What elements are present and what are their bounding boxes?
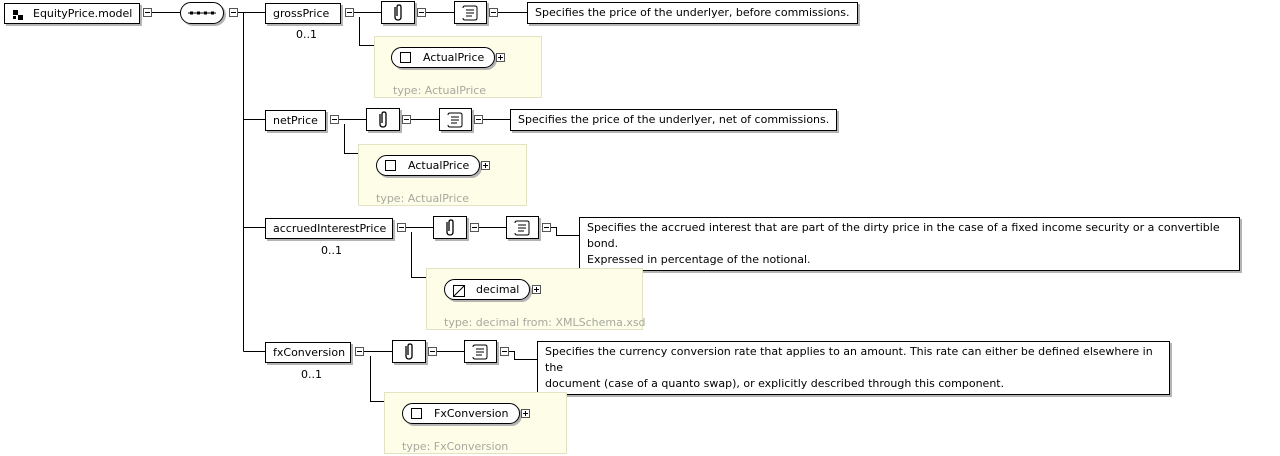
annotation-line: document (case of a quanto swap), or exp… [545, 377, 1005, 390]
complex-type-icon [385, 160, 396, 171]
element-name: fxConversion [273, 346, 346, 359]
expand-toggle-icon[interactable] [496, 53, 505, 62]
collapse-toggle-icon[interactable] [345, 8, 354, 17]
type-caption: type: FxConversion [402, 440, 509, 453]
collapse-toggle-icon[interactable] [417, 8, 426, 17]
collapse-toggle-icon[interactable] [143, 8, 152, 17]
collapse-toggle-icon[interactable] [489, 8, 498, 17]
type-name: ActualPrice [423, 51, 485, 64]
type-caption: type: ActualPrice [376, 192, 470, 205]
sequence-compositor-icon[interactable] [180, 2, 224, 24]
annotation-line: Specifies the accrued interest that are … [587, 221, 1220, 250]
expand-toggle-icon[interactable] [521, 409, 530, 418]
documentation-box[interactable] [454, 1, 487, 24]
appinfo-box[interactable] [392, 340, 426, 363]
element-name: accruedInterestPrice [273, 222, 387, 235]
type-reference[interactable]: decimal [444, 279, 531, 300]
type-reference[interactable]: ActualPrice [391, 47, 496, 68]
paperclip-icon [394, 4, 402, 21]
model-group-icon [13, 9, 25, 21]
element-name: grossPrice [273, 7, 330, 20]
paperclip-icon [379, 111, 387, 128]
appinfo-box[interactable] [381, 1, 415, 24]
simple-type-icon [452, 284, 465, 297]
element-fxConversion[interactable]: fxConversion [265, 342, 351, 363]
collapse-toggle-icon[interactable] [397, 223, 406, 232]
element-accruedInterestPrice[interactable]: accruedInterestPrice [265, 218, 393, 239]
annotation-line: Specifies the price of the underlyer, ne… [518, 113, 830, 126]
type-name: FxConversion [434, 407, 509, 420]
collapse-toggle-icon[interactable] [428, 347, 437, 356]
collapse-toggle-icon[interactable] [470, 223, 479, 232]
appinfo-box[interactable] [433, 216, 467, 239]
scroll-icon [472, 344, 488, 360]
paperclip-icon [446, 219, 454, 236]
collapse-toggle-icon[interactable] [355, 347, 364, 356]
scroll-icon [462, 5, 478, 21]
type-caption: type: ActualPrice [393, 84, 487, 97]
occurrence-label: 0..1 [301, 368, 322, 381]
collapse-toggle-icon[interactable] [542, 223, 551, 232]
collapse-toggle-icon[interactable] [330, 115, 339, 124]
element-name: netPrice [273, 114, 318, 127]
scroll-icon [514, 220, 530, 236]
type-reference[interactable]: ActualPrice [376, 155, 481, 176]
type-caption: type: decimal from: XMLSchema.xsd [444, 316, 646, 329]
collapse-toggle-icon[interactable] [402, 115, 411, 124]
annotation-text: Specifies the price of the underlyer, ne… [510, 109, 838, 131]
appinfo-box[interactable] [366, 108, 400, 131]
occurrence-label: 0..1 [321, 244, 342, 257]
complex-type-icon [400, 52, 411, 63]
expand-toggle-icon[interactable] [532, 285, 541, 294]
model-group-root[interactable]: EquityPrice.model [4, 3, 140, 24]
element-grossPrice[interactable]: grossPrice [265, 3, 341, 24]
collapse-toggle-icon[interactable] [474, 115, 483, 124]
annotation-text: Specifies the currency conversion rate t… [537, 341, 1170, 395]
annotation-text: Specifies the accrued interest that are … [579, 217, 1240, 271]
annotation-line: Specifies the currency conversion rate t… [545, 345, 1153, 374]
element-netPrice[interactable]: netPrice [265, 110, 326, 131]
annotation-text: Specifies the price of the underlyer, be… [527, 2, 858, 24]
type-name: ActualPrice [408, 159, 470, 172]
expand-toggle-icon[interactable] [481, 161, 490, 170]
documentation-box[interactable] [439, 108, 472, 131]
paperclip-icon [405, 343, 413, 360]
complex-type-icon [411, 408, 422, 419]
occurrence-label: 0..1 [296, 28, 317, 41]
annotation-line: Expressed in percentage of the notional. [587, 253, 811, 266]
scroll-icon [447, 112, 463, 128]
documentation-box[interactable] [464, 340, 497, 363]
collapse-toggle-icon[interactable] [500, 347, 509, 356]
collapse-toggle-icon[interactable] [229, 8, 238, 17]
type-name: decimal [476, 283, 520, 296]
documentation-box[interactable] [506, 216, 539, 239]
root-label: EquityPrice.model [33, 7, 133, 20]
type-reference[interactable]: FxConversion [402, 403, 520, 424]
annotation-line: Specifies the price of the underlyer, be… [535, 6, 850, 19]
